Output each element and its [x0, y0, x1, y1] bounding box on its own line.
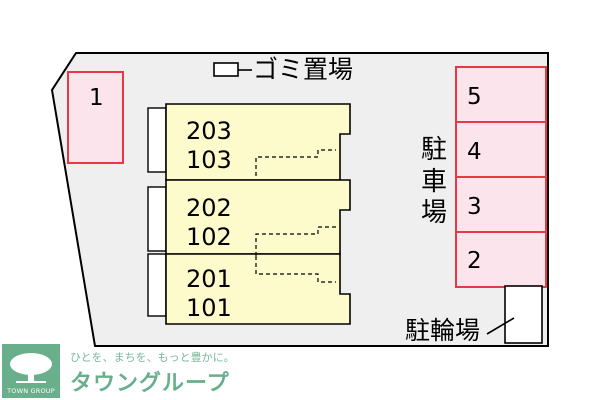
tree-logo-icon — [10, 353, 52, 383]
room-203: 203 — [186, 117, 232, 145]
bicycle-parking-area — [504, 285, 543, 344]
parking-space-1 — [67, 71, 124, 164]
dashed-partition-top — [255, 149, 336, 176]
bicycle-parking-label: 駐輪場 — [405, 316, 481, 345]
room-201: 201 — [186, 265, 232, 293]
parking-space-2 — [455, 231, 547, 288]
garbage-icon — [213, 62, 239, 77]
parking-space-2-number: 2 — [467, 248, 482, 274]
parking-space-4-number: 4 — [467, 139, 482, 165]
dashed-partition-middle — [255, 226, 336, 256]
unit-block-201-101 — [165, 253, 351, 325]
balcony-bottom — [147, 253, 167, 317]
parking-space-5-number: 5 — [467, 84, 482, 110]
room-101: 101 — [186, 294, 232, 322]
dashed-partition-bottom — [255, 256, 336, 283]
parking-label-char-1: 駐 — [421, 135, 448, 165]
balcony-top — [147, 107, 167, 173]
balcony-middle — [147, 186, 167, 252]
parking-space-3-number: 3 — [467, 194, 482, 220]
bicycle-pointer-line — [486, 317, 515, 335]
room-103: 103 — [186, 146, 232, 174]
room-102: 102 — [186, 223, 232, 251]
logo-name: タウングループ — [70, 371, 230, 396]
parking-space-4 — [455, 121, 547, 178]
parking-space-1-number: 1 — [89, 85, 104, 111]
parking-label-char-3: 場 — [421, 198, 448, 228]
parking-label-char-2: 車 — [421, 167, 448, 197]
room-202: 202 — [186, 194, 232, 222]
parking-space-3 — [455, 176, 547, 233]
logo-tagline: ひとを、まちを、もっと豊かに。 — [70, 351, 235, 364]
garbage-area-label: ゴミ置場 — [253, 55, 354, 84]
